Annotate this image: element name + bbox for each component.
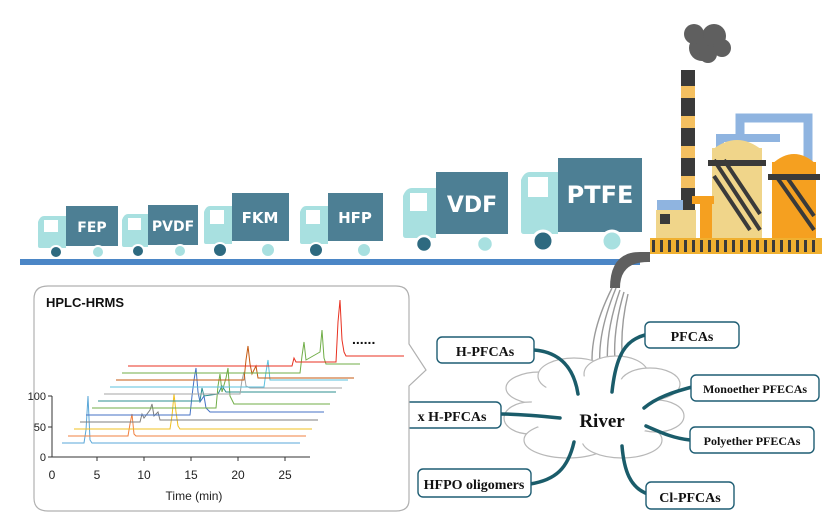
hplc-ellipsis: ...... (352, 331, 375, 347)
trace-1 (62, 395, 300, 444)
source-box-h-pfcas: H-PFCAs (436, 336, 535, 364)
x-tick-label: 25 (278, 468, 292, 482)
hplc-title: HPLC-HRMS (46, 295, 124, 310)
source-box-hfpo-oligomers: HFPO oligomers (417, 468, 532, 498)
truck-pvdf: PVDF (122, 205, 198, 258)
factory-icon (610, 24, 822, 288)
box-label: HFPO oligomers (424, 478, 525, 493)
trace-12 (128, 299, 404, 367)
x-tick-label: 10 (137, 468, 151, 482)
river-branches (498, 333, 698, 496)
y-tick-label: 0 (40, 452, 46, 464)
x-tick-label: 20 (231, 468, 245, 482)
y-tick-label: 100 (28, 391, 46, 403)
river-cloud (503, 355, 685, 459)
truck-label: FEP (77, 220, 106, 236)
source-box-polyether-pfecas: Polyether PFECAs (689, 426, 815, 454)
source-box-x-h-pfcas: x H-PFCAs (403, 401, 502, 429)
box-label: Polyether PFECAs (704, 434, 801, 448)
river-label: River (579, 411, 625, 432)
factory-fence (652, 240, 815, 252)
x-tick-label: 5 (94, 468, 101, 482)
trace-7 (98, 385, 336, 402)
x-tick-label: 0 (49, 468, 56, 482)
x-axis-label: Time (min) (166, 489, 223, 503)
truck-label: PTFE (567, 181, 634, 209)
box-label: Monoether PFECAs (703, 382, 807, 396)
chromatogram-traces (62, 299, 404, 444)
x-tick-label: 15 (184, 468, 198, 482)
source-box-monoether-pfecas: Monoether PFECAs (690, 374, 820, 402)
y-tick-label: 50 (34, 422, 46, 434)
truck-label: PVDF (152, 219, 194, 235)
trace-2 (68, 413, 306, 437)
box-label: PFCAs (671, 330, 714, 345)
trace-8 (104, 371, 342, 395)
box-label: x H-PFCAs (418, 410, 487, 425)
trace-4 (80, 403, 318, 423)
trace-6 (92, 367, 330, 409)
source-box-pfcas: PFCAs (644, 321, 740, 349)
box-label: H-PFCAs (456, 345, 515, 360)
truck-label: HFP (338, 209, 372, 227)
trace-3 (74, 393, 312, 430)
truck-fep: FEP (38, 206, 118, 259)
truck-hfp: HFP (300, 193, 383, 258)
truck-fkm: FKM (204, 193, 289, 258)
trace-5 (86, 367, 324, 416)
box-label: Cl-PFCAs (659, 491, 721, 506)
trace-11 (122, 329, 360, 374)
truck-vdf: VDF (403, 172, 508, 254)
road (20, 259, 640, 265)
truck-ptfe: PTFE (521, 158, 642, 253)
smoke-icon (684, 24, 731, 63)
truck-label: VDF (447, 193, 497, 218)
source-box-cl-pfcas: Cl-PFCAs (645, 481, 735, 510)
truck-label: FKM (242, 209, 279, 227)
hplc-panel: HPLC-HRMS ...... 100 50 0 0 5 10 15 20 2… (28, 285, 427, 512)
